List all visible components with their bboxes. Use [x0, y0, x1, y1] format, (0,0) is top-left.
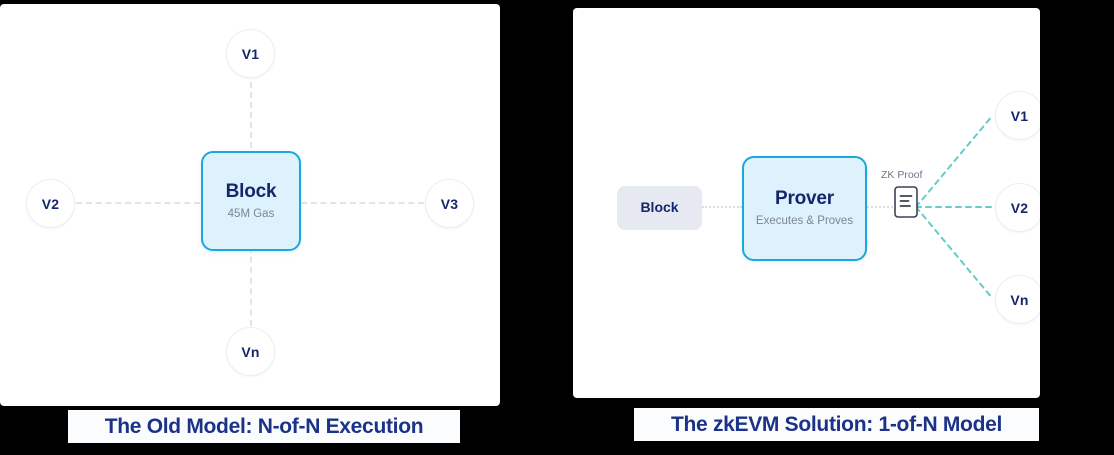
zk-proof-label: ZK Proof — [881, 169, 923, 181]
zk-proof-group[interactable]: ZK Proof — [873, 170, 933, 240]
right-diagram: Block Prover Executes & Proves ZK Proof — [573, 8, 1040, 398]
block-node[interactable]: Block 45M Gas — [201, 151, 301, 251]
validator-label: V2 — [1010, 199, 1029, 216]
connector-v2-to-block — [76, 202, 200, 204]
left-diagram-panel: V1 V2 V3 Vn Block 45M Gas — [0, 4, 500, 406]
source-block-title: Block — [640, 199, 679, 216]
connector-block-to-vn — [250, 246, 252, 326]
validator-node-vn[interactable]: Vn — [995, 275, 1040, 324]
validator-node-v2[interactable]: V2 — [26, 179, 75, 228]
block-node-subtitle: 45M Gas — [227, 207, 275, 220]
block-node-title: Block — [225, 180, 277, 202]
validator-node-v1[interactable]: V1 — [995, 91, 1040, 140]
left-diagram: V1 V2 V3 Vn Block 45M Gas — [0, 4, 500, 406]
prover-node-title: Prover — [774, 188, 834, 210]
validator-label: V3 — [440, 195, 459, 212]
prover-node[interactable]: Prover Executes & Proves — [742, 156, 867, 261]
validator-node-v1[interactable]: V1 — [226, 29, 275, 78]
validator-label: V1 — [241, 45, 260, 62]
validator-node-vn[interactable]: Vn — [226, 327, 275, 376]
validator-label: Vn — [241, 343, 260, 360]
left-caption-text: The Old Model: N-of-N Execution — [104, 414, 424, 438]
validator-node-v3[interactable]: V3 — [425, 179, 474, 228]
right-panel-caption: The zkEVM Solution: 1-of-N Model — [634, 408, 1039, 441]
connector-block-to-v1 — [250, 82, 252, 158]
right-diagram-panel: Block Prover Executes & Proves ZK Proof — [573, 8, 1040, 398]
validator-label: Vn — [1010, 291, 1029, 308]
validator-label: V1 — [1010, 107, 1029, 124]
left-panel-caption: The Old Model: N-of-N Execution — [68, 410, 460, 443]
connector-block-to-v3 — [301, 202, 424, 204]
validator-label: V2 — [41, 195, 60, 212]
validator-node-v2[interactable]: V2 — [995, 183, 1040, 232]
prover-node-subtitle: Executes & Proves — [755, 215, 854, 228]
connector-block-to-prover — [702, 206, 742, 208]
source-block-node[interactable]: Block — [617, 186, 702, 230]
document-icon — [894, 186, 918, 223]
right-caption-text: The zkEVM Solution: 1-of-N Model — [670, 412, 1003, 436]
